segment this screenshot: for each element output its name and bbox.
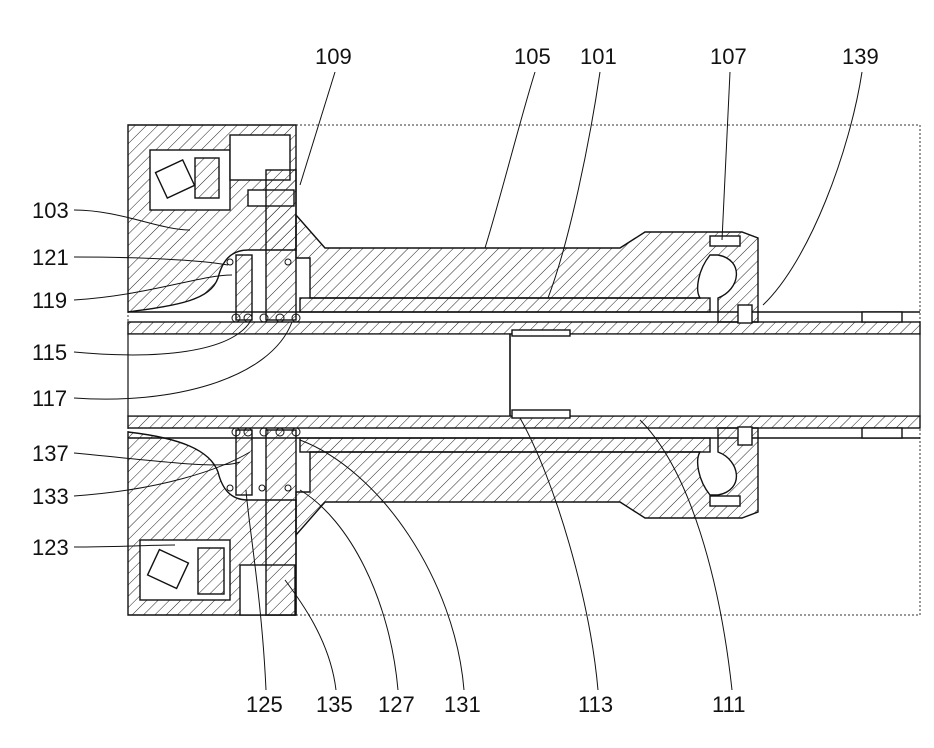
end-fastener-upper	[710, 236, 740, 246]
label-101: 101	[580, 44, 617, 69]
label-133: 133	[32, 484, 69, 509]
bearing-cage-lower	[198, 548, 224, 594]
shaft-clamp-upper	[862, 312, 902, 322]
label-119: 119	[32, 288, 67, 313]
label-135: 135	[316, 692, 353, 717]
shaft-clamp-lower	[862, 428, 902, 438]
label-139: 139	[842, 44, 879, 69]
label-105: 105	[514, 44, 551, 69]
spacer-ring-upper	[236, 255, 252, 320]
label-131: 131	[444, 692, 481, 717]
insert-key	[512, 410, 570, 418]
label-103: 103	[32, 198, 69, 223]
inner-sleeve-lower	[300, 438, 710, 452]
end-fastener-lower	[710, 496, 740, 506]
label-127: 127	[378, 692, 415, 717]
shaft-bore	[128, 334, 920, 416]
label-107: 107	[710, 44, 747, 69]
label-111: 111	[712, 692, 745, 717]
label-125: 125	[246, 692, 283, 717]
insert-key-top	[512, 330, 570, 336]
label-121: 121	[32, 245, 69, 270]
end-seal-upper	[738, 305, 752, 323]
inner-sleeve-upper	[300, 298, 710, 312]
flange-plate-upper	[266, 170, 296, 320]
label-115: 115	[32, 340, 67, 365]
label-113: 113	[578, 692, 613, 717]
label-117: 117	[32, 386, 67, 411]
label-137: 137	[32, 441, 69, 466]
bearing-cage-upper	[195, 158, 219, 198]
label-109: 109	[315, 44, 352, 69]
label-123: 123	[32, 535, 69, 560]
flange-plate-lower	[266, 430, 296, 615]
end-seal-lower	[738, 427, 752, 445]
